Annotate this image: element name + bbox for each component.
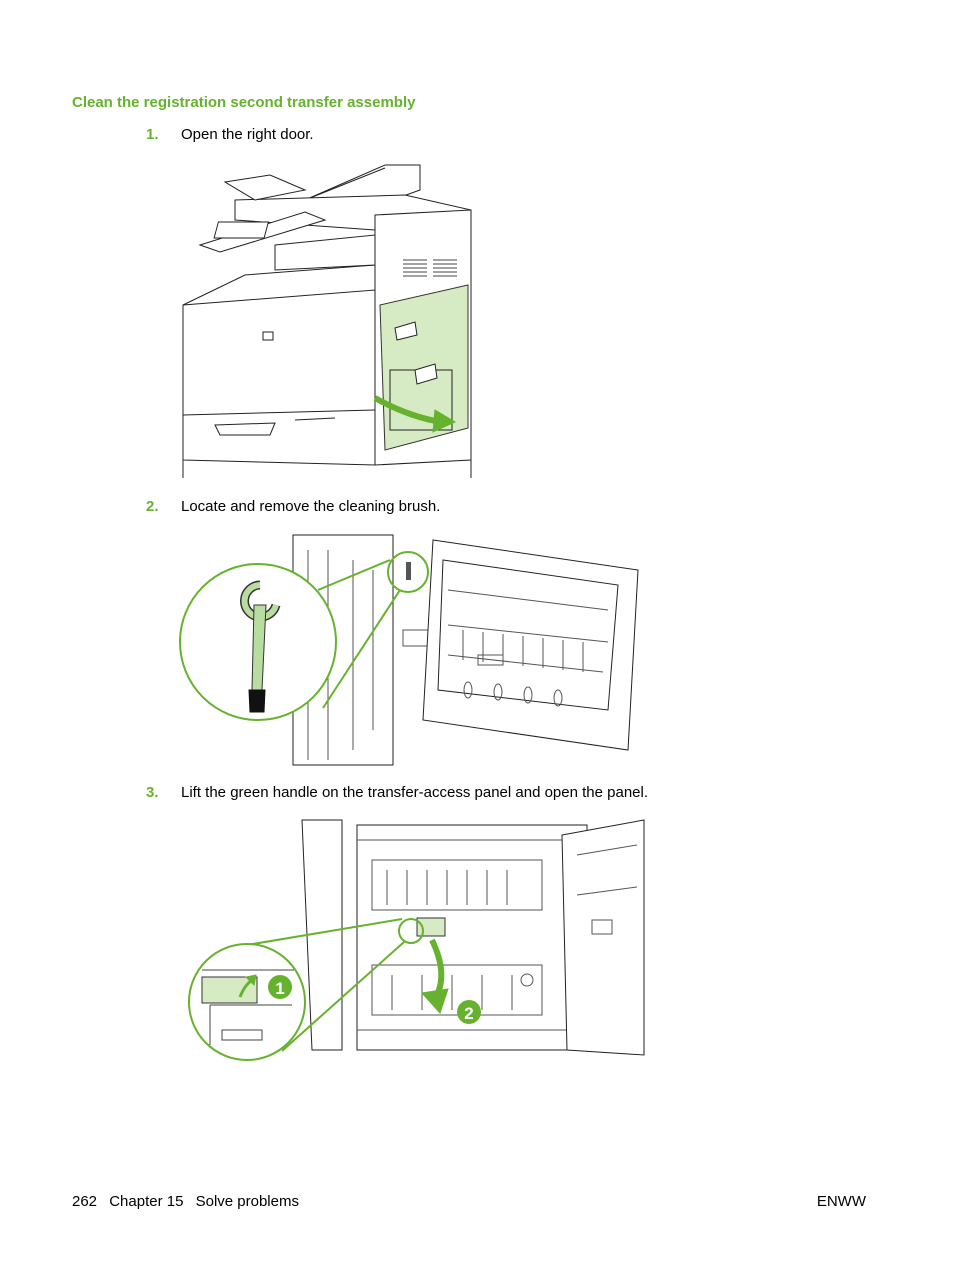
callout-2: 2 bbox=[464, 1004, 473, 1023]
step-text: Open the right door. bbox=[181, 126, 314, 143]
section-heading: Clean the registration second transfer a… bbox=[72, 94, 416, 111]
cleaning-brush-illustration bbox=[179, 534, 639, 766]
step-text: Lift the green handle on the transfer-ac… bbox=[181, 784, 648, 801]
step-number: 2. bbox=[146, 498, 159, 515]
transfer-access-panel-illustration: 2 1 bbox=[188, 819, 645, 1061]
printer-right-door-illustration bbox=[182, 164, 472, 478]
page-number: 262 bbox=[72, 1193, 98, 1210]
chapter-label: Chapter 15 bbox=[109, 1193, 184, 1210]
step-text: Locate and remove the cleaning brush. bbox=[181, 498, 441, 515]
step-number: 1. bbox=[146, 126, 159, 143]
step-number: 3. bbox=[146, 784, 159, 801]
section-label: Solve problems bbox=[195, 1193, 299, 1210]
page-footer-right: ENWW bbox=[816, 1193, 866, 1210]
page-footer-left: 262 Chapter 15 Solve problems bbox=[72, 1193, 307, 1210]
callout-1: 1 bbox=[275, 979, 284, 998]
